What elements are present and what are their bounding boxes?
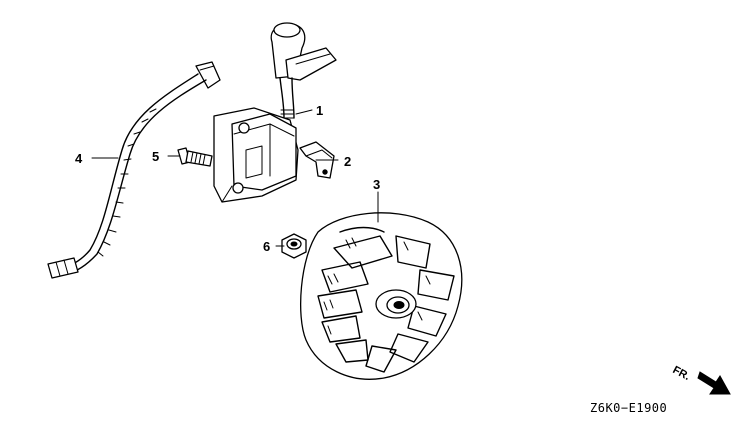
- front-arrow-icon: [697, 371, 731, 395]
- part-nut: [281, 233, 307, 259]
- callout-2: 2: [344, 154, 351, 169]
- part-flywheel: [299, 212, 463, 380]
- callout-1: 1: [316, 103, 323, 118]
- front-direction-label: FR.: [671, 364, 692, 383]
- part-wire-lead: [47, 61, 221, 279]
- leader-lines: [91, 109, 379, 247]
- front-direction-indicator: FR.: [671, 364, 731, 395]
- callout-4: 4: [75, 151, 83, 166]
- callout-3: 3: [373, 177, 380, 192]
- part-bolt: [177, 147, 213, 167]
- callout-6: 6: [263, 239, 270, 254]
- part-ignition-coil: [213, 22, 337, 203]
- callout-5: 5: [152, 149, 159, 164]
- diagram-code: Z6K0−E1900: [590, 401, 667, 415]
